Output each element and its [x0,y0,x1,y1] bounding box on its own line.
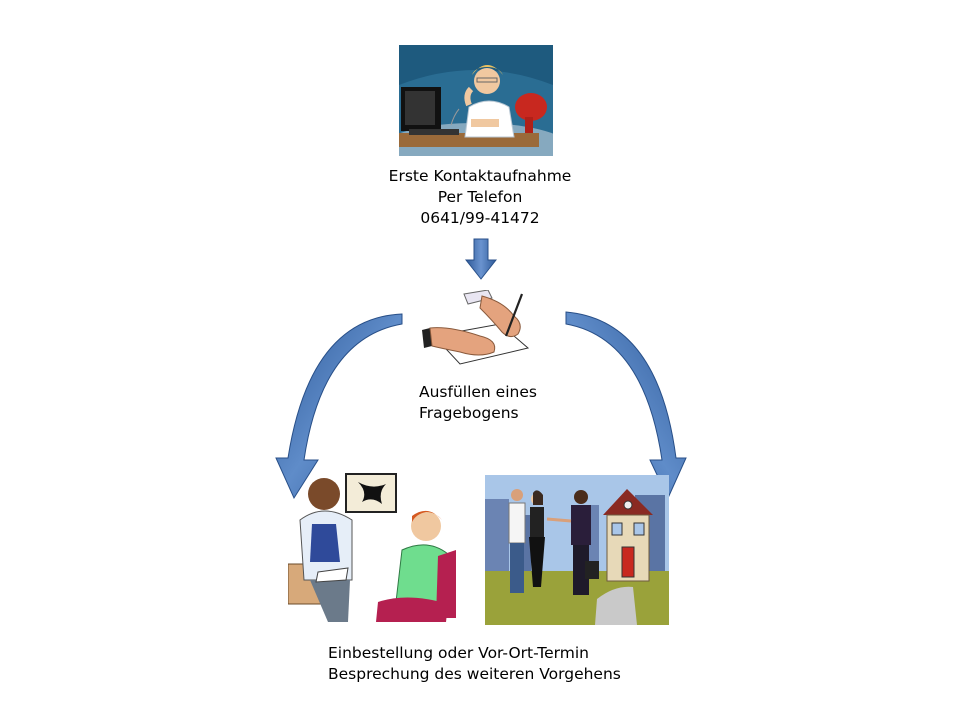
woman-on-phone-illustration [399,45,553,156]
contact-caption-line1: Erste Kontaktaufnahme [388,167,572,185]
questionnaire-caption: Ausfüllen eines Fragebogens [419,382,537,424]
appointment-caption-line1: Einbestellung oder Vor-Ort-Termin [328,644,589,662]
contact-caption-phone: 0641/99-41472 [420,209,540,227]
contact-caption-line2: Per Telefon [437,188,523,206]
right-curved-arrow [562,308,690,500]
questionnaire-caption-line1: Ausfüllen eines [419,383,537,401]
left-curved-arrow [270,308,410,500]
consultation-illustration [288,472,456,622]
questionnaire-caption-line2: Fragebogens [419,404,519,422]
appointment-caption: Einbestellung oder Vor-Ort-Termin Bespre… [328,643,621,685]
house-meeting-illustration [485,475,669,625]
contact-caption: Erste Kontaktaufnahme Per Telefon 0641/9… [380,166,580,229]
down-arrow [465,238,497,280]
appointment-caption-line2: Besprechung des weiteren Vorgehens [328,665,621,683]
hands-filling-form-illustration [420,290,530,365]
